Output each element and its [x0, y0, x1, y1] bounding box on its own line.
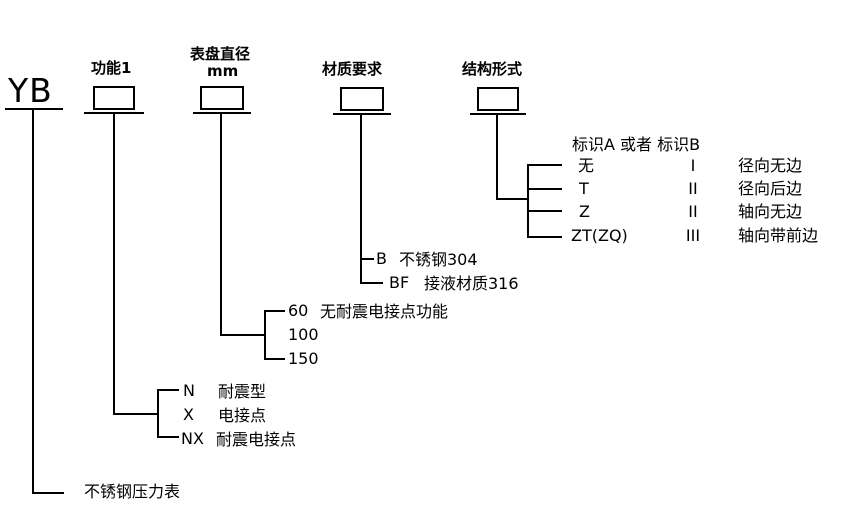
structure-box-baseline: [470, 113, 526, 115]
option-desc: 径向后边: [738, 179, 803, 198]
material-field-box: [340, 87, 384, 111]
option-code-b: I: [690, 156, 696, 175]
option-desc: 轴向无边: [738, 202, 803, 221]
option-desc: 无耐震电接点功能: [320, 302, 449, 321]
option-desc: 接液材质316: [424, 274, 519, 293]
structure-field-label: 结构形式: [462, 60, 523, 78]
option-code: N: [183, 381, 195, 400]
function-leader-line: [113, 114, 115, 415]
option-desc: 电接点: [218, 406, 267, 425]
option-desc: 轴向带前边: [738, 226, 819, 245]
option-code-b: II: [688, 202, 698, 221]
dial-connector-line: [220, 334, 266, 336]
structure-branch-tick-2: [527, 188, 562, 190]
option-code: X: [183, 405, 194, 424]
structure-leader-line: [496, 115, 498, 200]
option-code: 60: [288, 301, 309, 320]
material-field-label: 材质要求: [322, 60, 383, 78]
option-code-b: III: [685, 226, 701, 245]
material-branch-tick-2: [360, 282, 383, 284]
option-code: BF: [389, 273, 410, 292]
option-code: 150: [288, 349, 319, 368]
option-code-a: Z: [579, 202, 590, 221]
option-code: NX: [181, 429, 204, 448]
material-box-baseline: [333, 113, 391, 115]
option-code-a: T: [579, 179, 589, 198]
option-code-a: ZT(ZQ): [571, 226, 628, 245]
option-code: B: [376, 249, 387, 268]
function-field-label: 功能1: [91, 59, 132, 77]
structure-field-box: [477, 87, 519, 111]
material-leader-line: [360, 115, 362, 284]
model-code: YB: [8, 71, 53, 110]
function-connector-line: [113, 413, 159, 415]
function-branch-spine: [157, 389, 159, 438]
structure-branch-tick-4: [527, 236, 562, 238]
function-branch-tick-3: [157, 436, 179, 438]
dial-box-baseline: [193, 112, 251, 114]
option-code-a: 无: [578, 156, 595, 175]
structure-variants-header: 标识A 或者 标识B: [572, 135, 701, 154]
structure-branch-tick-1: [527, 164, 562, 166]
structure-branch-tick-3: [527, 210, 562, 212]
option-code: 100: [288, 325, 319, 344]
material-branch-tick-1: [360, 258, 374, 260]
option-desc: 径向无边: [738, 156, 803, 175]
dial-field-label: 表盘直径: [190, 45, 251, 63]
function-branch-tick-1: [157, 389, 179, 391]
dial-branch-tick-3: [264, 358, 285, 360]
option-desc: 耐震型: [218, 382, 267, 401]
dial-field-box: [200, 86, 244, 110]
function-field-box: [93, 86, 135, 110]
dial-field-unit: mm: [207, 62, 239, 80]
dial-branch-tick-1: [264, 310, 285, 312]
option-desc: 不锈钢304: [399, 250, 478, 269]
structure-branch-spine: [527, 164, 529, 238]
option-desc: 耐震电接点: [216, 430, 297, 449]
model-branch-line: [32, 492, 64, 494]
model-code-underline: [5, 108, 63, 110]
dial-leader-line: [220, 114, 222, 336]
dial-branch-spine: [264, 310, 266, 360]
structure-connector-line: [496, 198, 529, 200]
option-code-b: II: [688, 179, 698, 198]
function-box-baseline: [84, 112, 144, 114]
model-leader-line: [32, 110, 34, 494]
model-base-description: 不锈钢压力表: [84, 482, 181, 501]
